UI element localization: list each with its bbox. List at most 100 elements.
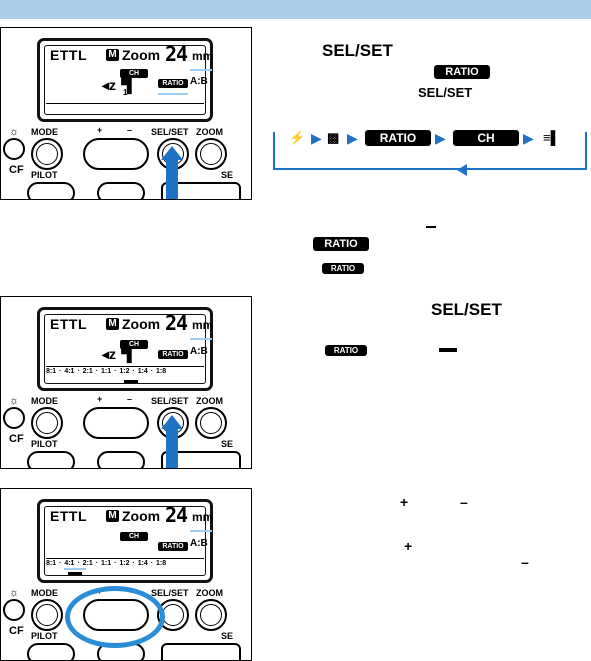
highlight-ellipse (65, 586, 165, 648)
step2-ratio-badge: RATIO (313, 237, 369, 251)
pilot-button[interactable] (27, 182, 75, 199)
plus-minus-button[interactable] (83, 138, 149, 170)
flash-head-icon: ◂z▝▌ (102, 77, 137, 93)
underbar-mark-icon (439, 348, 457, 352)
flow-arrow-icon: ▶ (347, 130, 358, 146)
plus-label: + (97, 394, 103, 404)
mode-button[interactable] (31, 138, 63, 170)
zoom-button-label: ZOOM (196, 396, 223, 406)
lcd-ch-value: 1 (123, 88, 128, 97)
plus-minus-button[interactable] (83, 407, 149, 439)
lcd-ratio-badge: RATIO (158, 350, 188, 359)
lcd-m-badge: M (106, 318, 119, 330)
zoom-button-label: ZOOM (196, 588, 223, 598)
zoom-button[interactable] (195, 138, 227, 170)
lcd-focal-length: 24 (165, 503, 188, 527)
flow-arrow-icon: ▶ (523, 130, 534, 146)
mode-cycle-flow: ⚡ ▶ ▩ ▶ RATIO ▶ CH ▶ ≡▌ (267, 130, 591, 190)
cf-icon: ☼ (9, 126, 20, 138)
lcd-display: ETTL M Zoom 24 mm CH RATIO A:B 8:1 · 4:1… (37, 307, 213, 391)
lcd-unit: mm (192, 49, 214, 63)
lcd-mode: ETTL (50, 47, 87, 63)
lcd-m-badge: M (106, 49, 119, 61)
panel-step-3: ETTL M Zoom 24 mm CH RATIO A:B 8:1 · 4:1… (0, 488, 252, 661)
lcd-ratio-scale: 8:1 · 4:1 · 2:1 · 1:1 · 1:2 · 1:4 · 1:8 (46, 368, 167, 375)
mode-label: MODE (31, 127, 58, 137)
switch-label: SE (221, 631, 234, 641)
minus-mark-icon (426, 226, 436, 228)
lcd-zoom: Zoom (122, 47, 161, 63)
cf-label: CF (9, 625, 24, 637)
lcd-zoom: Zoom (122, 508, 161, 524)
lock-button[interactable] (97, 182, 145, 199)
lcd-ch-badge: CH (120, 340, 148, 349)
cf-button[interactable] (3, 599, 25, 621)
flow-ratio: RATIO (365, 130, 431, 146)
pilot-label: PILOT (31, 170, 58, 180)
mode-button[interactable] (31, 407, 63, 439)
switch-label: SE (221, 439, 234, 449)
step4-minus2: – (521, 554, 529, 570)
zoom-button[interactable] (195, 599, 227, 631)
panel-step-2: ETTL M Zoom 24 mm CH RATIO A:B 8:1 · 4:1… (0, 296, 252, 469)
zoom-button[interactable] (195, 407, 227, 439)
lcd-ratio-badge: RATIO (158, 79, 188, 88)
selset-label: SEL/SET (151, 127, 189, 137)
pilot-button[interactable] (27, 643, 75, 660)
step4-plus2: + (404, 538, 413, 554)
lcd-ch-badge: CH (120, 69, 148, 78)
step1-key2: SEL/SET (418, 85, 473, 100)
lcd-unit: mm (192, 510, 214, 524)
lcd-m-badge: M (106, 510, 119, 522)
press-arrow-icon (161, 415, 183, 429)
lcd-mode: ETTL (50, 508, 87, 524)
minus-label: – (127, 125, 133, 135)
lcd-ab-label: A:B (190, 76, 208, 87)
lcd-zoom: Zoom (122, 316, 161, 332)
pilot-label: PILOT (31, 631, 58, 641)
power-switch[interactable] (161, 643, 241, 660)
flash-exp-comp-icon: ⚡ (289, 130, 306, 145)
cf-icon: ☼ (9, 395, 20, 407)
mode-button[interactable] (31, 599, 63, 631)
step3-ratio-badge-small: RATIO (325, 345, 367, 356)
lock-button[interactable] (97, 451, 145, 468)
lcd-display: ETTL M Zoom 24 mm CH RATIO A:B 1 ◂z▝▌ (37, 38, 213, 122)
cf-label: CF (9, 433, 24, 445)
mode-label: MODE (31, 588, 58, 598)
power-switch[interactable] (161, 451, 241, 468)
lcd-focal-length: 24 (165, 42, 188, 66)
minus-label: – (127, 394, 133, 404)
flow-ch: CH (453, 130, 519, 146)
mode-label: MODE (31, 396, 58, 406)
selset-label: SEL/SET (151, 396, 189, 406)
cf-button[interactable] (3, 407, 25, 429)
power-switch[interactable] (161, 182, 241, 199)
lcd-unit: mm (192, 318, 214, 332)
step4-minus: – (460, 494, 468, 510)
top-color-bar (0, 0, 591, 19)
step1-ratio-badge: RATIO (434, 65, 490, 79)
lcd-mode: ETTL (50, 316, 87, 332)
cf-label: CF (9, 164, 24, 176)
pilot-button[interactable] (27, 451, 75, 468)
step1-key: SEL/SET (322, 41, 393, 60)
lcd-display: ETTL M Zoom 24 mm CH RATIO A:B 8:1 · 4:1… (37, 499, 213, 583)
pilot-label: PILOT (31, 439, 58, 449)
panel-step-1: ETTL M Zoom 24 mm CH RATIO A:B 1 ◂z▝▌ ☼ … (0, 27, 252, 200)
step4-plus: + (400, 494, 409, 510)
lcd-ab-label: A:B (190, 538, 208, 549)
cf-button[interactable] (3, 138, 25, 160)
switch-label: SE (221, 170, 234, 180)
lcd-ch-badge: CH (120, 532, 148, 541)
cf-icon: ☼ (9, 587, 20, 599)
plus-label: + (97, 125, 103, 135)
flow-arrow-icon: ▶ (435, 130, 446, 146)
flash-bracket-icon: ▩ (327, 130, 340, 145)
lcd-focal-length: 24 (165, 311, 188, 335)
step3-key: SEL/SET (431, 300, 502, 319)
lcd-ratio-scale: 8:1 · 4:1 · 2:1 · 1:1 · 1:2 · 1:4 · 1:8 (46, 560, 167, 567)
lcd-ab-label: A:B (190, 346, 208, 357)
slave-flash-icon: ≡▌ (543, 130, 560, 145)
zoom-button-label: ZOOM (196, 127, 223, 137)
